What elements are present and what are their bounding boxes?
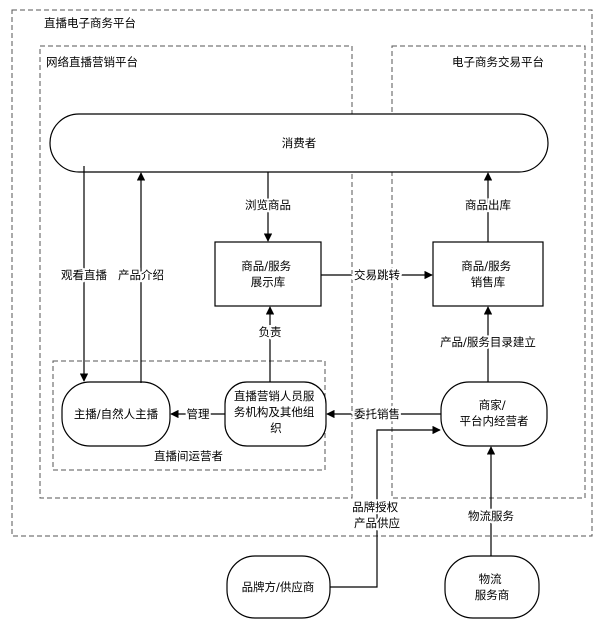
sales-library-node xyxy=(432,241,544,307)
trade-platform-frame xyxy=(391,45,586,499)
logistics-node xyxy=(444,555,540,619)
edge-browse-products-label: 浏览商品 xyxy=(245,198,291,212)
sales-library-line-1: 商品/服务 xyxy=(461,259,511,273)
brand-supplier-label: 品牌方/供应商 xyxy=(242,580,315,594)
consumer-node xyxy=(49,113,549,173)
display-library-line-2: 展示库 xyxy=(251,275,286,289)
edge-manage-label: 管理 xyxy=(187,407,210,421)
anchor-node xyxy=(61,381,171,447)
logistics-line-1: 物流 xyxy=(479,572,502,586)
edge-brand-auth-line-1: 品牌授权 xyxy=(352,500,398,514)
edge-entrust-sales-label: 委托销售 xyxy=(354,407,400,421)
sales-library-line-2: 销售库 xyxy=(471,275,506,289)
consumer-label: 消费者 xyxy=(282,136,317,150)
edge-catalog-setup-label: 产品/服务目录建立 xyxy=(440,335,536,349)
outer-platform-frame xyxy=(11,9,593,537)
edge-responsible-label: 负责 xyxy=(259,325,282,339)
trade-platform-title: 电子商务交易平台 xyxy=(452,55,544,69)
operator-group-title: 直播间运营者 xyxy=(154,449,223,463)
live-platform-title: 网络直播营销平台 xyxy=(46,55,138,69)
edge-watch-live-label: 观看直播 xyxy=(61,268,107,282)
edge-product-intro-label: 产品介绍 xyxy=(118,268,164,282)
marketing-org-label: 直播营销人员服 务机构及其他组 织 xyxy=(234,389,318,435)
edge-logistics-service-label: 物流服务 xyxy=(468,509,514,523)
merchant-line-1: 商家/ xyxy=(479,398,506,412)
merchant-line-2: 平台内经营者 xyxy=(460,414,529,428)
edge-product-outbound-label: 商品出库 xyxy=(465,198,511,212)
live-platform-frame xyxy=(39,45,353,499)
marketing-org-line-3: 织 xyxy=(270,421,282,435)
marketing-org-line-2: 务机构及其他组 xyxy=(234,405,315,419)
edge-brand-auth xyxy=(330,425,441,588)
display-library-node xyxy=(214,241,322,307)
display-library-line-1: 商品/服务 xyxy=(241,259,291,273)
outer-platform-title: 直播电子商务平台 xyxy=(44,16,136,30)
display-library-label: 商品/服务 展示库 xyxy=(241,259,295,289)
marketing-org-line-1: 直播营销人员服 xyxy=(234,389,315,403)
sales-library-label: 商品/服务 销售库 xyxy=(461,259,515,289)
merchant-label: 商家/ 平台内经营者 xyxy=(460,398,529,428)
logistics-label: 物流 服务商 xyxy=(475,572,510,602)
operator-group-frame xyxy=(52,360,326,471)
edge-brand-auth-line-2: 产品供应 xyxy=(354,516,400,530)
anchor-label: 主播/自然人主播 xyxy=(74,407,159,421)
logistics-line-2: 服务商 xyxy=(475,588,510,602)
edge-trade-redirect-label: 交易跳转 xyxy=(354,268,400,282)
edge-brand-auth-label: 品牌授权 产品供应 xyxy=(352,500,402,530)
